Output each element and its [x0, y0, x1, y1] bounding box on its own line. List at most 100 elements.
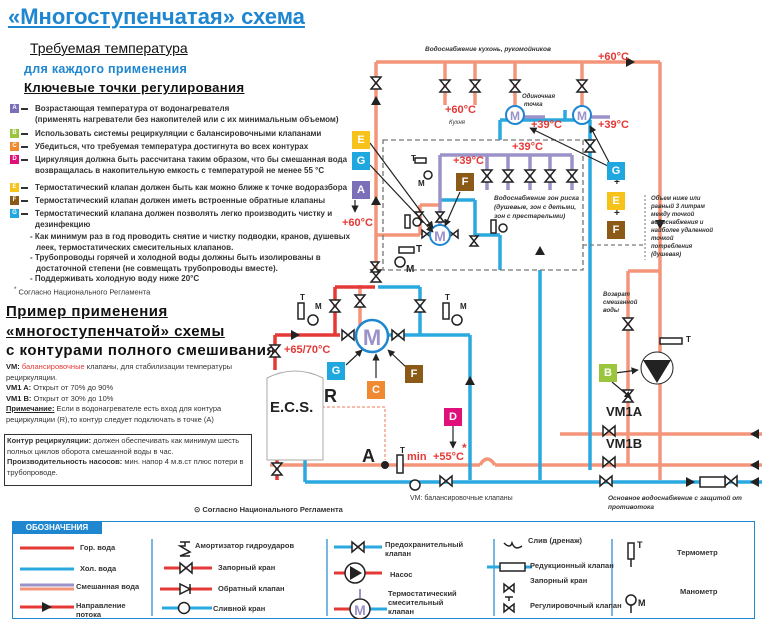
- diagram-badge-e: E: [352, 131, 370, 149]
- subtitle-required-temp: Требуемая температура: [30, 40, 188, 56]
- point-a-dot: [381, 461, 389, 469]
- svg-text:смешанной: смешанной: [603, 299, 638, 306]
- diagram-badge-b: B: [599, 364, 617, 382]
- legend-water-hammer: Амортизатор гидроударов: [195, 541, 295, 550]
- legend-check-valve-icon: [179, 582, 192, 596]
- svg-text:+60°C: +60°C: [598, 51, 629, 63]
- legend-mixed-water: Смешанная вода: [76, 582, 140, 591]
- key-point-b: B Использовать системы рециркуляции с ба…: [10, 129, 321, 140]
- legend-drain-valve: Сливной кран: [213, 604, 266, 613]
- legend-regulating-valve-icon: [503, 596, 515, 614]
- svg-text:Объем ниже или: Объем ниже или: [651, 195, 701, 202]
- svg-text:M: M: [315, 302, 322, 311]
- legend-thermometer-icon: [627, 542, 635, 560]
- footnote: * Согласно Национального Регламента: [14, 286, 151, 297]
- cold-pipes: [303, 110, 762, 484]
- subtitle-each-application: для каждого применения: [24, 62, 188, 76]
- key-point-d: D Циркуляция должна быть рассчитана таки…: [10, 155, 347, 176]
- badge-g: G: [10, 209, 19, 218]
- svg-text:M: M: [638, 598, 646, 608]
- key-point-c: C Убедиться, что требуемая температура д…: [10, 142, 308, 153]
- legend-pump: Насос: [390, 570, 413, 579]
- svg-text:M: M: [363, 325, 381, 350]
- legend-mixing-valve-icon: [349, 598, 371, 619]
- svg-text:+55°C: +55°C: [433, 451, 464, 463]
- svg-text:равный 3 литрам: равный 3 литрам: [650, 203, 705, 210]
- svg-text:Кухня: Кухня: [449, 120, 466, 126]
- note-cold-water: - Поддерживать холодную воду ниже 20°C: [30, 274, 200, 283]
- svg-text:T: T: [411, 154, 416, 163]
- page-title: «Многоступенчатая» схема: [8, 4, 305, 29]
- badge-c: C: [10, 142, 19, 151]
- note-insulation: - Трубопроводы горячей и холодной воды д…: [30, 253, 321, 273]
- svg-text:R: R: [324, 386, 337, 406]
- svg-text:+: +: [614, 208, 620, 219]
- example-title-3: с контурами полного смешивания: [6, 342, 276, 359]
- diagram-labels: Водоснабжение кухонь, рукомойников +60°C…: [194, 45, 742, 514]
- svg-text:T: T: [400, 446, 405, 455]
- legend-shutoff-icon: [179, 561, 193, 575]
- svg-text:A: A: [362, 446, 375, 466]
- pipe-crossover: [478, 457, 497, 467]
- svg-text:воды: воды: [603, 308, 620, 314]
- svg-text:Водоснабжение кухонь, рукомойн: Водоснабжение кухонь, рукомойников: [425, 45, 551, 53]
- legend-water-hammer-icon: [177, 541, 192, 557]
- legend-cold-water: Хол. вода: [80, 564, 117, 573]
- key-point-e: E Термостатический клапан должен быть ка…: [10, 183, 347, 194]
- flow-arrows: [291, 57, 759, 487]
- badge-e: E: [10, 183, 19, 192]
- note-cleaning: - Как минимум раз в год проводить снятие…: [30, 232, 351, 252]
- key-point-a: A Возрастающая температура от водонагрев…: [10, 104, 339, 125]
- ecs-tank: [266, 370, 324, 461]
- svg-text:Одиночная: Одиночная: [522, 94, 555, 100]
- svg-text:+39°C: +39°C: [531, 119, 562, 131]
- svg-text:*: *: [462, 441, 467, 455]
- vm-description: VM: балансировочные клапаны, для стабили…: [6, 362, 233, 424]
- legend-title: ОБОЗНАЧЕНИЯ: [12, 521, 102, 534]
- svg-text:точкой: точкой: [651, 235, 674, 242]
- reduction-valve-icon: [699, 476, 726, 488]
- diagram-badge-e-right: E: [607, 192, 625, 210]
- svg-text:min: min: [407, 451, 427, 463]
- legend-check-valve: Обратный клапан: [218, 584, 285, 593]
- arrow-icon: [19, 196, 33, 205]
- legend-thermometer: Термометр: [677, 548, 718, 557]
- svg-text:+39°C: +39°C: [512, 141, 543, 153]
- svg-text:+39°C: +39°C: [453, 155, 484, 167]
- legend-safety-valve-icon: [351, 540, 365, 554]
- svg-text:противотока: противотока: [608, 504, 654, 511]
- example-title-1: Пример применения: [6, 303, 168, 320]
- legend-shutoff-icon-2: [503, 582, 515, 594]
- svg-text:точка: точка: [524, 102, 543, 108]
- svg-text:M: M: [434, 228, 446, 244]
- legend-hot-water: Гор. вода: [80, 543, 116, 552]
- arrow-icon: [19, 142, 33, 151]
- diagram-badge-f-top: F: [456, 173, 474, 191]
- svg-text:потребления: потребления: [651, 243, 693, 250]
- svg-text:⊙ Согласно Национального Регла: ⊙ Согласно Национального Регламента: [194, 505, 344, 514]
- svg-text:VM1A: VM1A: [606, 404, 643, 419]
- svg-text:E.C.S.: E.C.S.: [270, 399, 313, 416]
- risk-zone-boundary: [382, 139, 584, 271]
- svg-text:водоснабжения и: водоснабжения и: [651, 219, 704, 226]
- diagram-badge-c: C: [367, 381, 385, 399]
- svg-text:+60°C: +60°C: [445, 104, 476, 116]
- legend-box: [12, 521, 755, 619]
- svg-text:T: T: [445, 293, 450, 302]
- svg-text:Основное водоснабжение с защит: Основное водоснабжение с защитой от: [608, 494, 742, 502]
- shutoff-valves: [268, 76, 738, 488]
- svg-text:T: T: [686, 335, 691, 344]
- svg-text:+39°C: +39°C: [598, 119, 629, 131]
- key-point-g: G Термостатический клапана должен позвол…: [10, 209, 332, 230]
- diagram-badge-a: A: [352, 181, 370, 199]
- key-point-f: F Термостатический клапан должен иметь в…: [10, 196, 325, 207]
- svg-text:зон с престарелыми): зон с престарелыми): [494, 213, 565, 220]
- plumbing-diagram: M M M M T M T M T M T M T: [194, 45, 762, 514]
- svg-text:+: +: [614, 177, 620, 188]
- legend-graphics: M T M: [20, 539, 646, 619]
- svg-text:(душевая): (душевая): [651, 252, 681, 258]
- svg-text:M: M: [406, 264, 414, 275]
- legend-drain-valve-icon: [177, 601, 191, 615]
